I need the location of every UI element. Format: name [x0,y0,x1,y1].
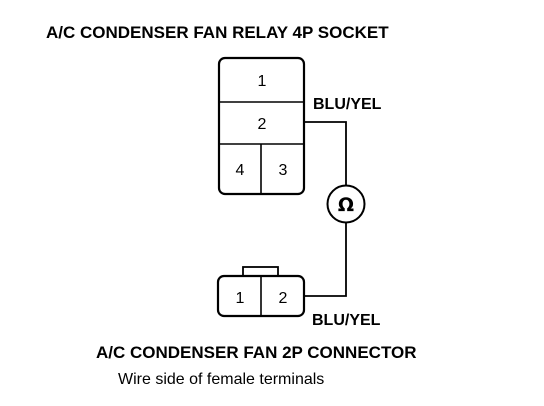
relay-terminal-4: 4 [236,162,245,179]
relay-terminal-1: 1 [258,73,267,90]
fan-2p-connector: 1 2 [216,266,306,318]
fan-connector-note: Wire side of female terminals [118,371,324,388]
relay-terminal-3: 3 [279,162,288,179]
relay-terminal-2: 2 [258,116,267,133]
connector-terminal-2: 2 [279,290,288,307]
fan-connector-title: A/C CONDENSER FAN 2P CONNECTOR [96,343,417,362]
relay-socket-title: A/C CONDENSER FAN RELAY 4P SOCKET [46,23,389,42]
relay-4p-socket: 1 2 4 3 [217,56,306,196]
relay-wire-label: BLU/YEL [313,96,382,113]
connector-wire-label: BLU/YEL [312,312,381,329]
connector-terminal-1: 1 [236,290,245,307]
ohmmeter-icon: Ω [326,184,366,224]
test-lead-upper [304,121,347,185]
test-lead-lower [303,223,347,297]
ohm-symbol: Ω [338,194,354,216]
